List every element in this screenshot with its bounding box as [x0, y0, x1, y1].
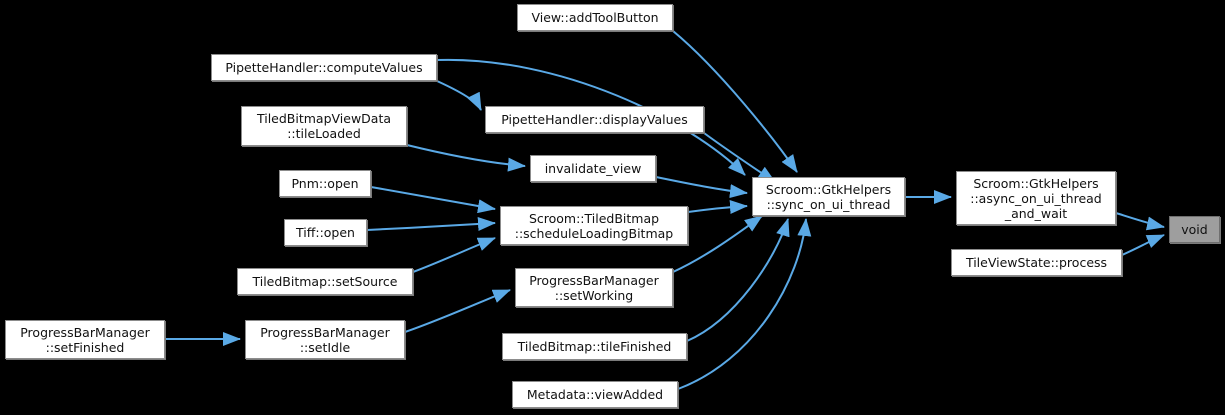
- graph-node-label: TileViewState::process: [965, 255, 1108, 270]
- graph-node-label: ProgressBarManager ::setWorking: [529, 272, 659, 303]
- graph-edge-tileFinished-to-syncOnUiThread: [686, 218, 790, 342]
- graph-node-label: invalidate_view: [544, 161, 642, 176]
- graph-node-viewAdded[interactable]: Metadata::viewAdded: [512, 381, 678, 408]
- graph-node-scheduleLoading[interactable]: Scroom::TiledBitmap ::scheduleLoadingBit…: [500, 206, 688, 245]
- graph-node-label: Scroom::GtkHelpers ::sync_on_ui_thread: [765, 181, 892, 212]
- graph-edge-computeValues-to-displayValues: [436, 80, 482, 111]
- graph-edge-tileViewStateProcess-to-voidNode: [1121, 234, 1165, 256]
- graph-edge-displayValues-to-syncOnUiThread: [703, 132, 776, 183]
- graph-node-invalidateView[interactable]: invalidate_view: [530, 155, 656, 182]
- graph-node-syncOnUiThread[interactable]: Scroom::GtkHelpers ::sync_on_ui_thread: [752, 177, 905, 216]
- graph-node-pnmOpen[interactable]: Pnm::open: [279, 170, 371, 197]
- edges-group: [165, 30, 1165, 390]
- graph-edge-setWorking-to-syncOnUiThread: [672, 215, 763, 273]
- graph-node-computeValues[interactable]: PipetteHandler::computeValues: [211, 54, 437, 81]
- graph-node-tileLoaded[interactable]: TiledBitmapViewData ::tileLoaded: [241, 106, 407, 146]
- graph-node-label: Scroom::TiledBitmap ::scheduleLoadingBit…: [514, 210, 674, 241]
- graph-node-label: Tiff::open: [296, 225, 355, 240]
- graph-edge-computeValues-to-syncOnUiThread: [436, 58, 746, 176]
- graph-node-setIdle[interactable]: ProgressBarManager ::setIdle: [245, 320, 405, 359]
- graph-node-label: View::addToolButton: [531, 10, 659, 25]
- graph-edge-scheduleLoading-to-syncOnUiThread: [687, 200, 748, 214]
- graph-node-label: Pnm::open: [291, 176, 359, 191]
- graph-node-setFinished[interactable]: ProgressBarManager ::setFinished: [5, 320, 165, 359]
- graph-node-tiffOpen[interactable]: Tiff::open: [284, 219, 367, 246]
- graph-edge-pnmOpen-to-scheduleLoading: [370, 186, 496, 214]
- graph-node-voidNode[interactable]: void: [1169, 216, 1220, 243]
- graph-edge-asyncOnUiThreadWait-to-voidNode: [1115, 212, 1165, 231]
- graph-node-label: PipetteHandler::displayValues: [501, 112, 688, 127]
- graph-edge-tiffOpen-to-scheduleLoading: [366, 216, 496, 231]
- graph-node-addToolButton[interactable]: View::addToolButton: [517, 4, 673, 31]
- graph-node-label: ProgressBarManager ::setIdle: [260, 324, 390, 355]
- graph-node-setSource[interactable]: TiledBitmap::setSource: [237, 268, 413, 295]
- graph-edge-setIdle-to-setWorking: [404, 289, 511, 333]
- graph-node-label: PipetteHandler::computeValues: [225, 60, 423, 75]
- graph-node-tileViewStateProcess[interactable]: TileViewState::process: [951, 249, 1122, 276]
- graph-node-label: Scroom::GtkHelpers ::async_on_ui_thread …: [970, 175, 1102, 221]
- graph-node-displayValues[interactable]: PipetteHandler::displayValues: [485, 106, 704, 133]
- graph-node-label: TiledBitmap::setSource: [252, 274, 398, 289]
- graph-node-tileFinished[interactable]: TiledBitmap::tileFinished: [502, 333, 687, 360]
- graph-node-label: ProgressBarManager ::setFinished: [20, 324, 150, 355]
- graph-node-label: void: [1181, 222, 1208, 237]
- graph-node-label: TiledBitmap::tileFinished: [517, 339, 672, 354]
- graph-edge-setSource-to-scheduleLoading: [412, 237, 496, 273]
- graph-node-label: TiledBitmapViewData ::tileLoaded: [256, 111, 392, 141]
- graph-node-setWorking[interactable]: ProgressBarManager ::setWorking: [515, 268, 673, 307]
- graph-edge-invalidateView-to-syncOnUiThread: [655, 176, 748, 199]
- graph-edge-addToolButton-to-syncOnUiThread: [672, 30, 798, 173]
- graph-node-asyncOnUiThreadWait[interactable]: Scroom::GtkHelpers ::async_on_ui_thread …: [956, 171, 1116, 225]
- graph-edge-viewAdded-to-syncOnUiThread: [677, 218, 812, 390]
- graph-edge-tileLoaded-to-invalidateView: [406, 144, 526, 172]
- graph-node-label: Metadata::viewAdded: [526, 387, 664, 402]
